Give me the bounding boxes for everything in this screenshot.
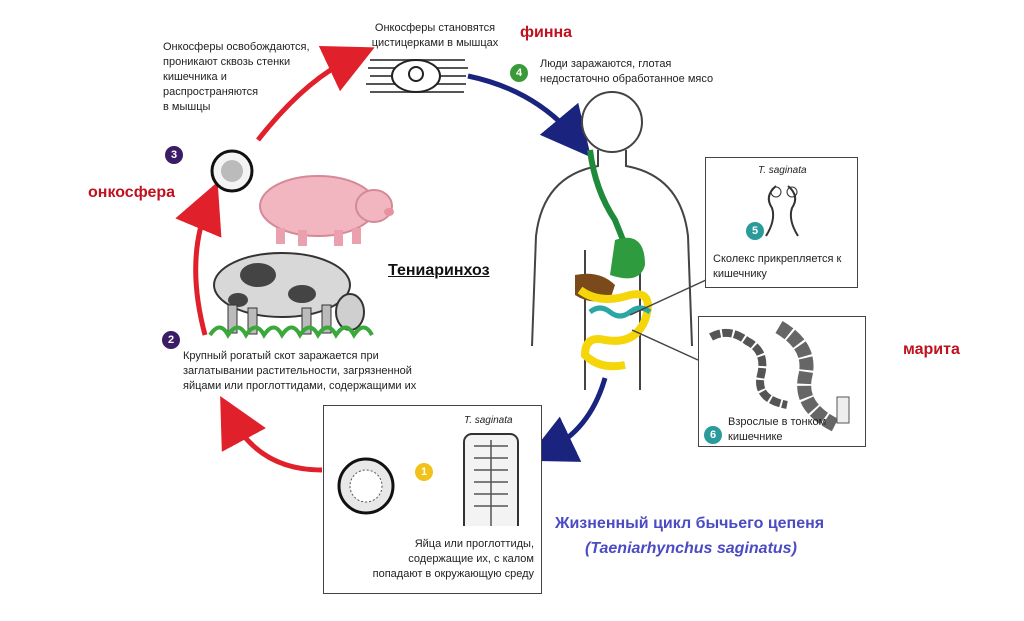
arrow-cattle-to-oncosphere bbox=[175, 181, 222, 336]
adult-worm-illustration bbox=[709, 320, 850, 432]
step-3-badge: 3 bbox=[165, 146, 183, 164]
caption-line-1: Жизненный цикл бычьего цепеня bbox=[555, 515, 825, 532]
caption-line-2: (Taeniarhynchus saginatus) bbox=[585, 540, 797, 557]
label-marita: марита bbox=[903, 341, 960, 358]
scolex-box: T. saginata 5 Сколекс прикрепляется к ки… bbox=[705, 157, 858, 288]
step-1-badge: 1 bbox=[415, 463, 433, 481]
arrow-egg-to-cattle bbox=[220, 395, 323, 473]
step-5-text: Сколекс прикрепляется к кишечнику bbox=[713, 253, 842, 280]
cow-illustration bbox=[208, 252, 374, 339]
step-4-text: Люди заражаются, глотая недостаточно обр… bbox=[540, 58, 714, 85]
scolex-illustration bbox=[765, 185, 799, 237]
step-2-badge: 2 bbox=[162, 331, 180, 349]
cyst-text: Онкосферы становятся цистицерками в мышц… bbox=[371, 22, 499, 49]
step-2-text: Крупный рогатый скот заражается при загл… bbox=[183, 350, 417, 392]
species-label-scolex: T. saginata bbox=[758, 165, 807, 176]
step-5-badge: 5 bbox=[746, 222, 764, 240]
step-6-badge: 6 bbox=[704, 426, 722, 444]
step-3-text: Онкосферы освобождаются, проникают сквоз… bbox=[163, 41, 310, 113]
diagram-title: Тениаринхоз bbox=[388, 262, 490, 279]
step-6-text: Взрослые в тонком кишечнике bbox=[728, 416, 827, 443]
pig-illustration bbox=[259, 175, 394, 246]
oncosphere-illustration bbox=[210, 149, 254, 193]
pointer-line-scolex bbox=[629, 279, 707, 316]
adult-worm-box: 6 Взрослые в тонком кишечнике bbox=[698, 316, 866, 447]
species-label-eggs: T. saginata bbox=[464, 415, 513, 426]
pointer-line-adult bbox=[631, 329, 699, 361]
label-oncosphere: онкосфера bbox=[88, 184, 176, 201]
arrow-meat-to-human bbox=[467, 73, 592, 158]
label-finna: финна bbox=[520, 24, 573, 41]
egg-proglottid-illustration bbox=[337, 433, 519, 526]
eggs-proglottids-box: 1 T. saginata Яйца или проглоттиды, соде… bbox=[323, 405, 542, 594]
arrow-human-to-egg bbox=[525, 377, 608, 462]
step-1-text: Яйца или проглоттиды, содержащие их, с к… bbox=[372, 538, 534, 580]
muscle-cyst-illustration bbox=[366, 59, 468, 93]
human-body-illustration bbox=[531, 91, 693, 390]
arrow-oncosphere-to-cyst bbox=[256, 45, 375, 142]
step-4-badge: 4 bbox=[510, 64, 528, 82]
